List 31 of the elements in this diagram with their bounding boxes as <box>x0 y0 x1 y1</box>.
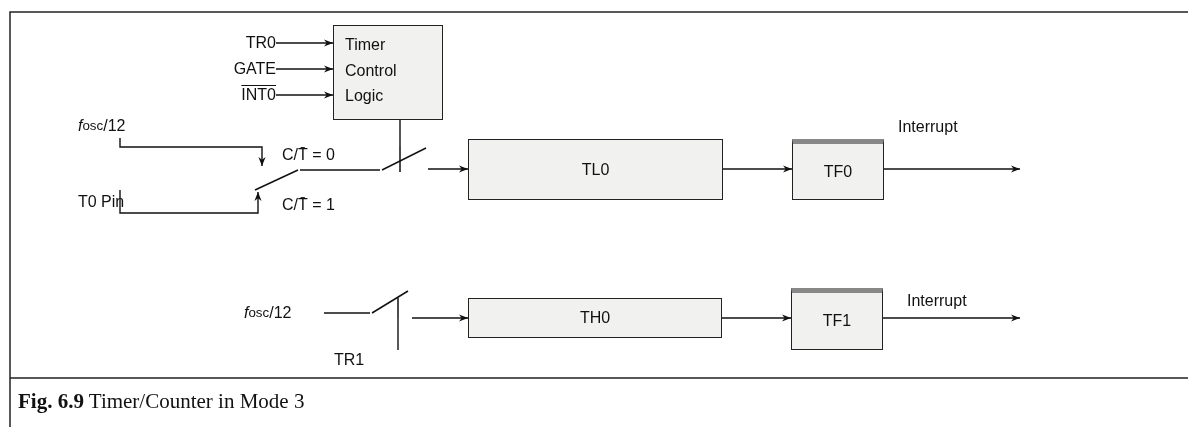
flag-box: TF0 <box>792 139 884 200</box>
signal-name: INT0 <box>212 85 276 105</box>
switch-condition-label: C/T̄ = 0 <box>282 146 335 164</box>
switch-symbol <box>254 166 300 192</box>
signal-name: TR0 <box>212 33 276 53</box>
arrow <box>119 137 266 167</box>
arrow <box>721 314 792 322</box>
arrow <box>882 314 1021 322</box>
connector-line <box>299 169 381 171</box>
connector-line <box>399 119 401 147</box>
arrow <box>722 165 793 173</box>
arrow <box>275 39 334 47</box>
flag-box: TF1 <box>791 288 883 350</box>
register-box: TL0 <box>468 139 723 200</box>
arrow <box>275 65 334 73</box>
switch-condition-label: C/T̄ = 1 <box>282 196 335 214</box>
connector-line <box>397 317 399 351</box>
edge-label: Interrupt <box>898 118 958 136</box>
arrow <box>119 189 262 214</box>
register-box: TH0 <box>468 298 722 338</box>
figure-caption: Fig. 6.9 Timer/Counter in Mode 3 <box>18 389 305 414</box>
arrow <box>883 165 1021 173</box>
edge-label: Interrupt <box>907 292 967 310</box>
signal-name: TR1 <box>334 350 398 370</box>
signal-name: GATE <box>212 59 276 79</box>
switch-symbol <box>380 146 428 172</box>
arrow <box>411 314 469 322</box>
connector-line <box>323 312 371 314</box>
control-logic-box: Timer Control Logic <box>333 25 443 120</box>
arrow <box>427 165 469 173</box>
arrow <box>275 91 334 99</box>
